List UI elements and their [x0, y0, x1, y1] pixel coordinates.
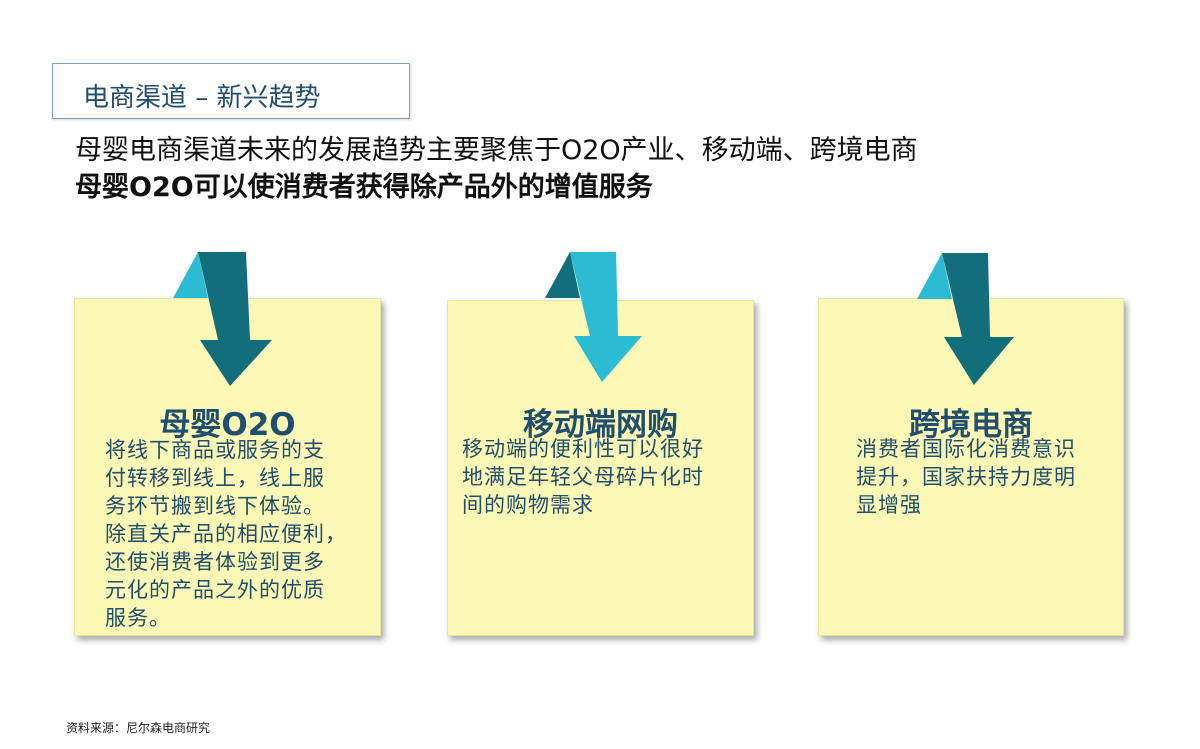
- card-o2o-text: 将线下商品或服务的支 付转移到线上，线上服 务环节搬到线下体验。 除直关产品的相…: [105, 436, 375, 632]
- arrow-down-icon: [545, 252, 642, 382]
- card-mobile-line: 移动端的便利性可以很好: [462, 437, 704, 461]
- card-crossborder-text: 消费者国际化消费意识 提升，国家扶持力度明 显增强: [856, 435, 1121, 519]
- card-o2o-line: 还使消费者体验到更多: [105, 550, 325, 574]
- card-mobile-title: 移动端网购: [523, 407, 678, 443]
- arrow-down-icon: [173, 252, 272, 386]
- card-crossborder-line: 提升，国家扶持力度明: [856, 465, 1076, 489]
- headline-line-1: 母婴电商渠道未来的发展趋势主要聚焦于O2O产业、移动端、跨境电商: [75, 135, 918, 166]
- card-o2o-line: 付转移到线上，线上服: [105, 466, 325, 490]
- card-o2o-line: 元化的产品之外的优质: [105, 578, 325, 602]
- card-o2o-line: 务环节搬到线下体验。: [105, 494, 325, 518]
- card-mobile-line: 地满足年轻父母碎片化时: [462, 465, 704, 489]
- headline-line-2: 母婴O2O可以使消费者获得除产品外的增值服务: [75, 172, 653, 203]
- card-crossborder-line: 消费者国际化消费意识: [856, 437, 1076, 461]
- card-o2o-line: 除直关产品的相应便利，: [105, 522, 347, 546]
- section-title: 电商渠道 – 新兴趋势: [83, 83, 321, 113]
- arrow-down-icon: [917, 253, 1014, 385]
- card-mobile-line: 间的购物需求: [462, 493, 594, 517]
- card-o2o-line: 将线下商品或服务的支: [105, 438, 325, 462]
- card-mobile-text: 移动端的便利性可以很好 地满足年轻父母碎片化时 间的购物需求: [462, 435, 752, 519]
- card-o2o-line: 服务。: [105, 606, 171, 630]
- card-crossborder-line: 显增强: [856, 493, 922, 517]
- card-o2o-title: 母婴O2O: [159, 407, 296, 443]
- card-crossborder-title: 跨境电商: [909, 407, 1033, 443]
- section-title-box: 电商渠道 – 新兴趋势: [52, 63, 410, 119]
- source-note: 资料来源：尼尔森电商研究: [66, 721, 211, 735]
